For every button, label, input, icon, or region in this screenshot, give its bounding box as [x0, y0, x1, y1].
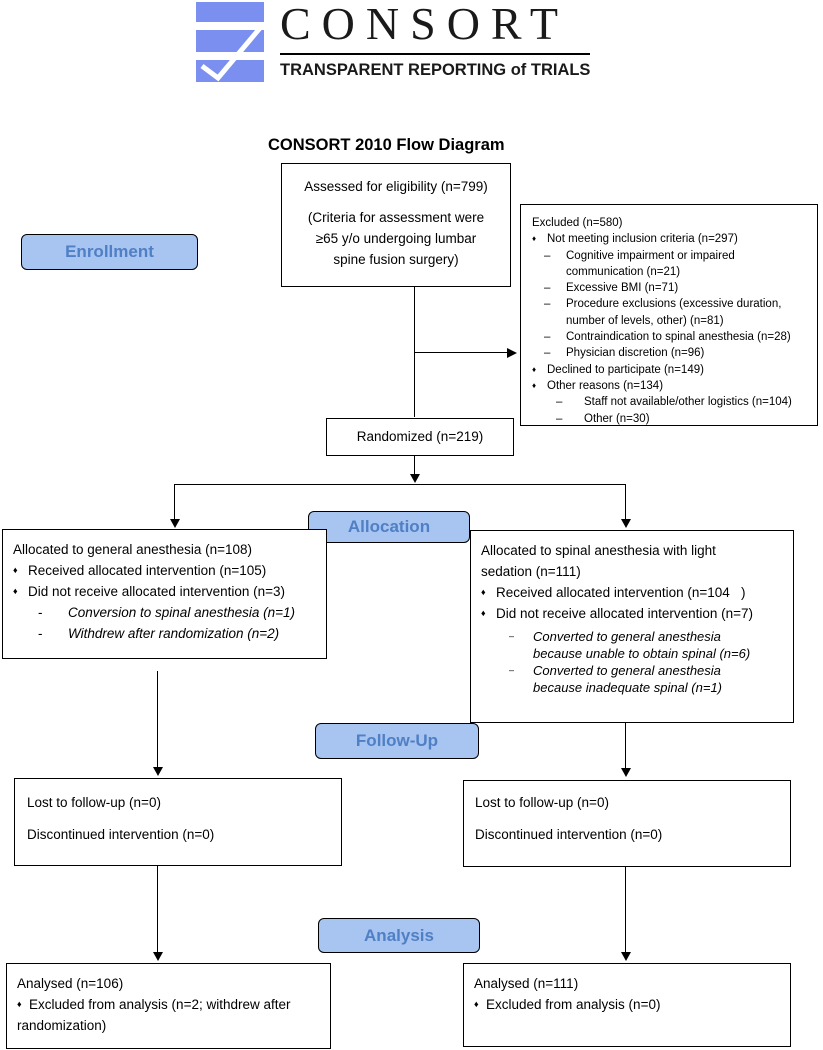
excluded-sub-procedure-2: number of levels, other) (n=81)	[566, 314, 724, 327]
excluded-sub-bmi: Excessive BMI (n=71)	[566, 282, 679, 295]
excluded-declined: Declined to participate (n=149)	[547, 363, 704, 376]
assessed-criteria-3: spine fusion surgery)	[333, 252, 459, 267]
bullet-icon: ♦	[532, 234, 537, 244]
alloc-right-received: Received allocated intervention (n=104 )	[496, 585, 746, 600]
alloc-right-sub2-1: Converted to general anesthesia	[533, 663, 721, 678]
alloc-left-sub-withdrew: Withdrew after randomization (n=2)	[68, 626, 280, 641]
excluded-sub-contraindication: Contraindication to spinal anesthesia (n…	[566, 331, 791, 344]
follow-right-lost: Lost to follow-up (n=0)	[475, 795, 609, 810]
stage-follow-up: Follow-Up	[315, 723, 479, 759]
bullet-icon: ♦	[532, 364, 537, 374]
consort-mark-icon	[196, 2, 264, 82]
follow-left-lost: Lost to follow-up (n=0)	[27, 795, 161, 810]
excluded-sub-cognitive-1: Cognitive impairment or impaired	[566, 249, 735, 262]
dash-icon: –	[544, 282, 551, 295]
dash-icon: –	[556, 396, 563, 409]
arrow-down-icon	[153, 767, 163, 776]
assessed-criteria-2: ≥65 y/o undergoing lumbar	[315, 231, 477, 246]
assessed-criteria-1: (Criteria for assessment were	[307, 210, 485, 225]
alloc-right-sub2-2: because inadequate spinal (n=1)	[533, 680, 723, 695]
stage-allocation: Allocation	[308, 511, 470, 543]
excluded-not-meeting: Not meeting inclusion criteria (n=297)	[547, 233, 738, 246]
arrow-down-icon	[410, 474, 420, 483]
excluded-other-staff: Staff not available/other logistics (n=1…	[584, 396, 792, 409]
dash-icon: –	[556, 412, 563, 425]
arrow-down-icon	[170, 519, 180, 528]
analysis-right-excluded: Excluded from analysis (n=0)	[486, 997, 661, 1012]
bullet-icon: ♦	[13, 586, 18, 596]
alloc-left-title: Allocated to general anesthesia (n=108)	[13, 542, 253, 557]
follow-right-discontinued: Discontinued intervention (n=0)	[475, 827, 663, 842]
follow-up-right-box: Lost to follow-up (n=0) Discontinued int…	[463, 780, 791, 867]
dash-icon: –	[544, 298, 551, 311]
excluded-sub-cognitive-2: communication (n=21)	[566, 265, 681, 278]
analysis-left-analysed: Analysed (n=106)	[17, 976, 124, 991]
follow-up-left-box: Lost to follow-up (n=0) Discontinued int…	[14, 778, 342, 866]
excluded-other-other: Other (n=30)	[584, 412, 650, 425]
alloc-right-not-received: Did not receive allocated intervention (…	[496, 606, 754, 621]
excluded-header: Excluded (n=580)	[532, 217, 623, 229]
alloc-right-sub1-2: because unable to obtain spinal (n=6)	[533, 646, 751, 661]
dash-icon: -	[38, 626, 43, 641]
excluded-other: Other reasons (n=134)	[547, 379, 664, 392]
randomized-count: Randomized (n=219)	[356, 429, 484, 444]
dash-icon: –	[544, 331, 551, 344]
follow-left-discontinued: Discontinued intervention (n=0)	[27, 827, 215, 842]
bullet-icon: ♦	[474, 999, 479, 1009]
dash-icon: –	[509, 631, 515, 641]
excluded-sub-physician: Physician discretion (n=96)	[566, 347, 705, 360]
excluded-sub-procedure-1: Procedure exclusions (excessive duration…	[566, 298, 782, 311]
bullet-icon: ♦	[17, 999, 22, 1009]
bullet-icon: ♦	[13, 565, 18, 575]
assessed-count: Assessed for eligibility (n=799)	[304, 179, 488, 194]
assessed-box: Assessed for eligibility (n=799) (Criter…	[281, 163, 511, 287]
analysis-right-box: Analysed (n=111) ♦ Excluded from analysis…	[463, 963, 791, 1047]
alloc-right-title-2: sedation (n=111)	[481, 564, 581, 579]
bullet-icon: ♦	[481, 587, 486, 597]
dash-icon: –	[544, 249, 551, 262]
consort-logo-tagline: TRANSPARENT REPORTING of TRIALS	[280, 61, 591, 79]
dash-icon: –	[544, 347, 551, 360]
alloc-left-received: Received allocated intervention (n=105)	[28, 563, 267, 578]
bullet-icon: ♦	[532, 380, 537, 390]
arrow-down-icon	[621, 952, 631, 961]
dash-icon: –	[509, 665, 515, 675]
stage-analysis: Analysis	[318, 918, 480, 953]
consort-logo-name: CONSORT	[280, 0, 569, 49]
arrow-to-excluded-icon	[507, 348, 517, 358]
arrow-down-icon	[153, 952, 163, 961]
stage-enrollment: Enrollment	[21, 234, 198, 270]
analysis-left-excluded-2: randomization)	[17, 1018, 107, 1033]
analysis-left-box: Analysed (n=106) ♦ Excluded from analysis…	[6, 963, 331, 1049]
bullet-icon: ♦	[481, 608, 486, 618]
logo-rule	[280, 53, 590, 55]
alloc-right-title-1: Allocated to spinal anesthesia with ligh…	[481, 543, 716, 558]
arrow-down-icon	[621, 768, 631, 777]
excluded-box: Excluded (n=580) ♦ Not meeting inclusion …	[520, 204, 818, 426]
randomized-box: Randomized (n=219)	[326, 418, 514, 456]
page-title: CONSORT 2010 Flow Diagram	[268, 136, 505, 154]
dash-icon: -	[38, 605, 43, 620]
alloc-left-sub-conversion: Conversion to spinal anesthesia (n=1)	[68, 605, 296, 620]
alloc-right-sub1-1: Converted to general anesthesia	[533, 629, 721, 644]
alloc-left-not-received: Did not receive allocated intervention (…	[28, 584, 286, 599]
consort-logo: CONSORT TRANSPARENT REPORTING of TRIALS	[196, 0, 596, 84]
allocation-right-box: Allocated to spinal anesthesia with ligh…	[470, 530, 794, 723]
arrow-down-icon	[621, 519, 631, 528]
analysis-right-analysed: Analysed (n=111)	[474, 976, 579, 991]
allocation-left-box: Allocated to general anesthesia (n=108) …	[2, 529, 327, 659]
analysis-left-excluded-1: Excluded from analysis (n=2; withdrew af…	[29, 997, 291, 1012]
